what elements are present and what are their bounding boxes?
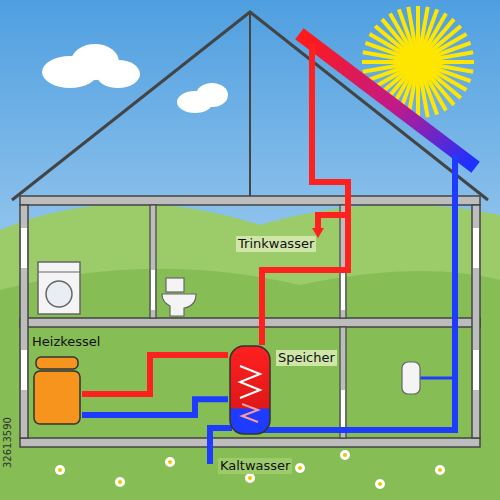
- cloud: [96, 60, 140, 88]
- sun-ray: [416, 6, 420, 48]
- flower: [245, 473, 255, 483]
- flower: [115, 477, 125, 487]
- pipe-connector: [82, 399, 228, 415]
- drinking-water-label: Trinkwasser: [236, 236, 316, 252]
- window: [473, 228, 479, 268]
- sun-ray: [432, 60, 474, 64]
- window: [473, 350, 479, 390]
- floor-slab: [20, 438, 480, 447]
- sun-ray: [362, 60, 404, 64]
- sun-ray: [408, 7, 415, 48]
- flower: [55, 465, 65, 475]
- boiler-shape: [32, 356, 82, 426]
- storage-tank-node: Speicher: [228, 344, 337, 436]
- boiler-label: Heizkessel: [32, 334, 100, 350]
- door: [341, 270, 345, 310]
- tank-label: Speicher: [276, 350, 337, 366]
- window: [21, 228, 27, 268]
- flower: [375, 479, 385, 489]
- boiler-node: Heizkessel: [32, 334, 100, 426]
- door: [151, 270, 155, 310]
- solar-return-pipe: [262, 155, 455, 430]
- cold-water-label: Kaltwasser: [218, 458, 292, 474]
- drinking-water-pipe: [318, 215, 348, 230]
- flower: [435, 465, 445, 475]
- wall: [340, 327, 346, 438]
- flower: [165, 457, 175, 467]
- flowers: [55, 450, 445, 489]
- window: [21, 350, 27, 390]
- watermark-number: 32613590: [2, 415, 14, 470]
- sun-ray: [432, 52, 473, 59]
- washing-machine: [38, 262, 80, 314]
- sun-ray: [363, 64, 404, 71]
- wall: [150, 205, 156, 318]
- wall: [20, 205, 28, 438]
- sun-ray: [416, 76, 420, 118]
- door: [341, 390, 345, 430]
- floor-slab: [20, 196, 480, 205]
- sun-disc: [402, 46, 434, 78]
- solar-collector: [305, 38, 470, 163]
- expansion-vessel: [402, 362, 455, 394]
- floor-slab: [20, 318, 480, 327]
- toilet: [162, 278, 196, 316]
- roof-beam: [249, 12, 251, 196]
- pipe-connector: [82, 355, 228, 394]
- flower: [295, 463, 305, 473]
- sun-ray: [420, 76, 427, 117]
- flower: [340, 450, 350, 460]
- roof: [12, 12, 488, 200]
- tank-shape: [228, 344, 272, 436]
- solar-flow-pipe: [262, 44, 348, 345]
- cloud: [196, 83, 228, 107]
- wall: [472, 205, 480, 438]
- hills: [0, 204, 500, 500]
